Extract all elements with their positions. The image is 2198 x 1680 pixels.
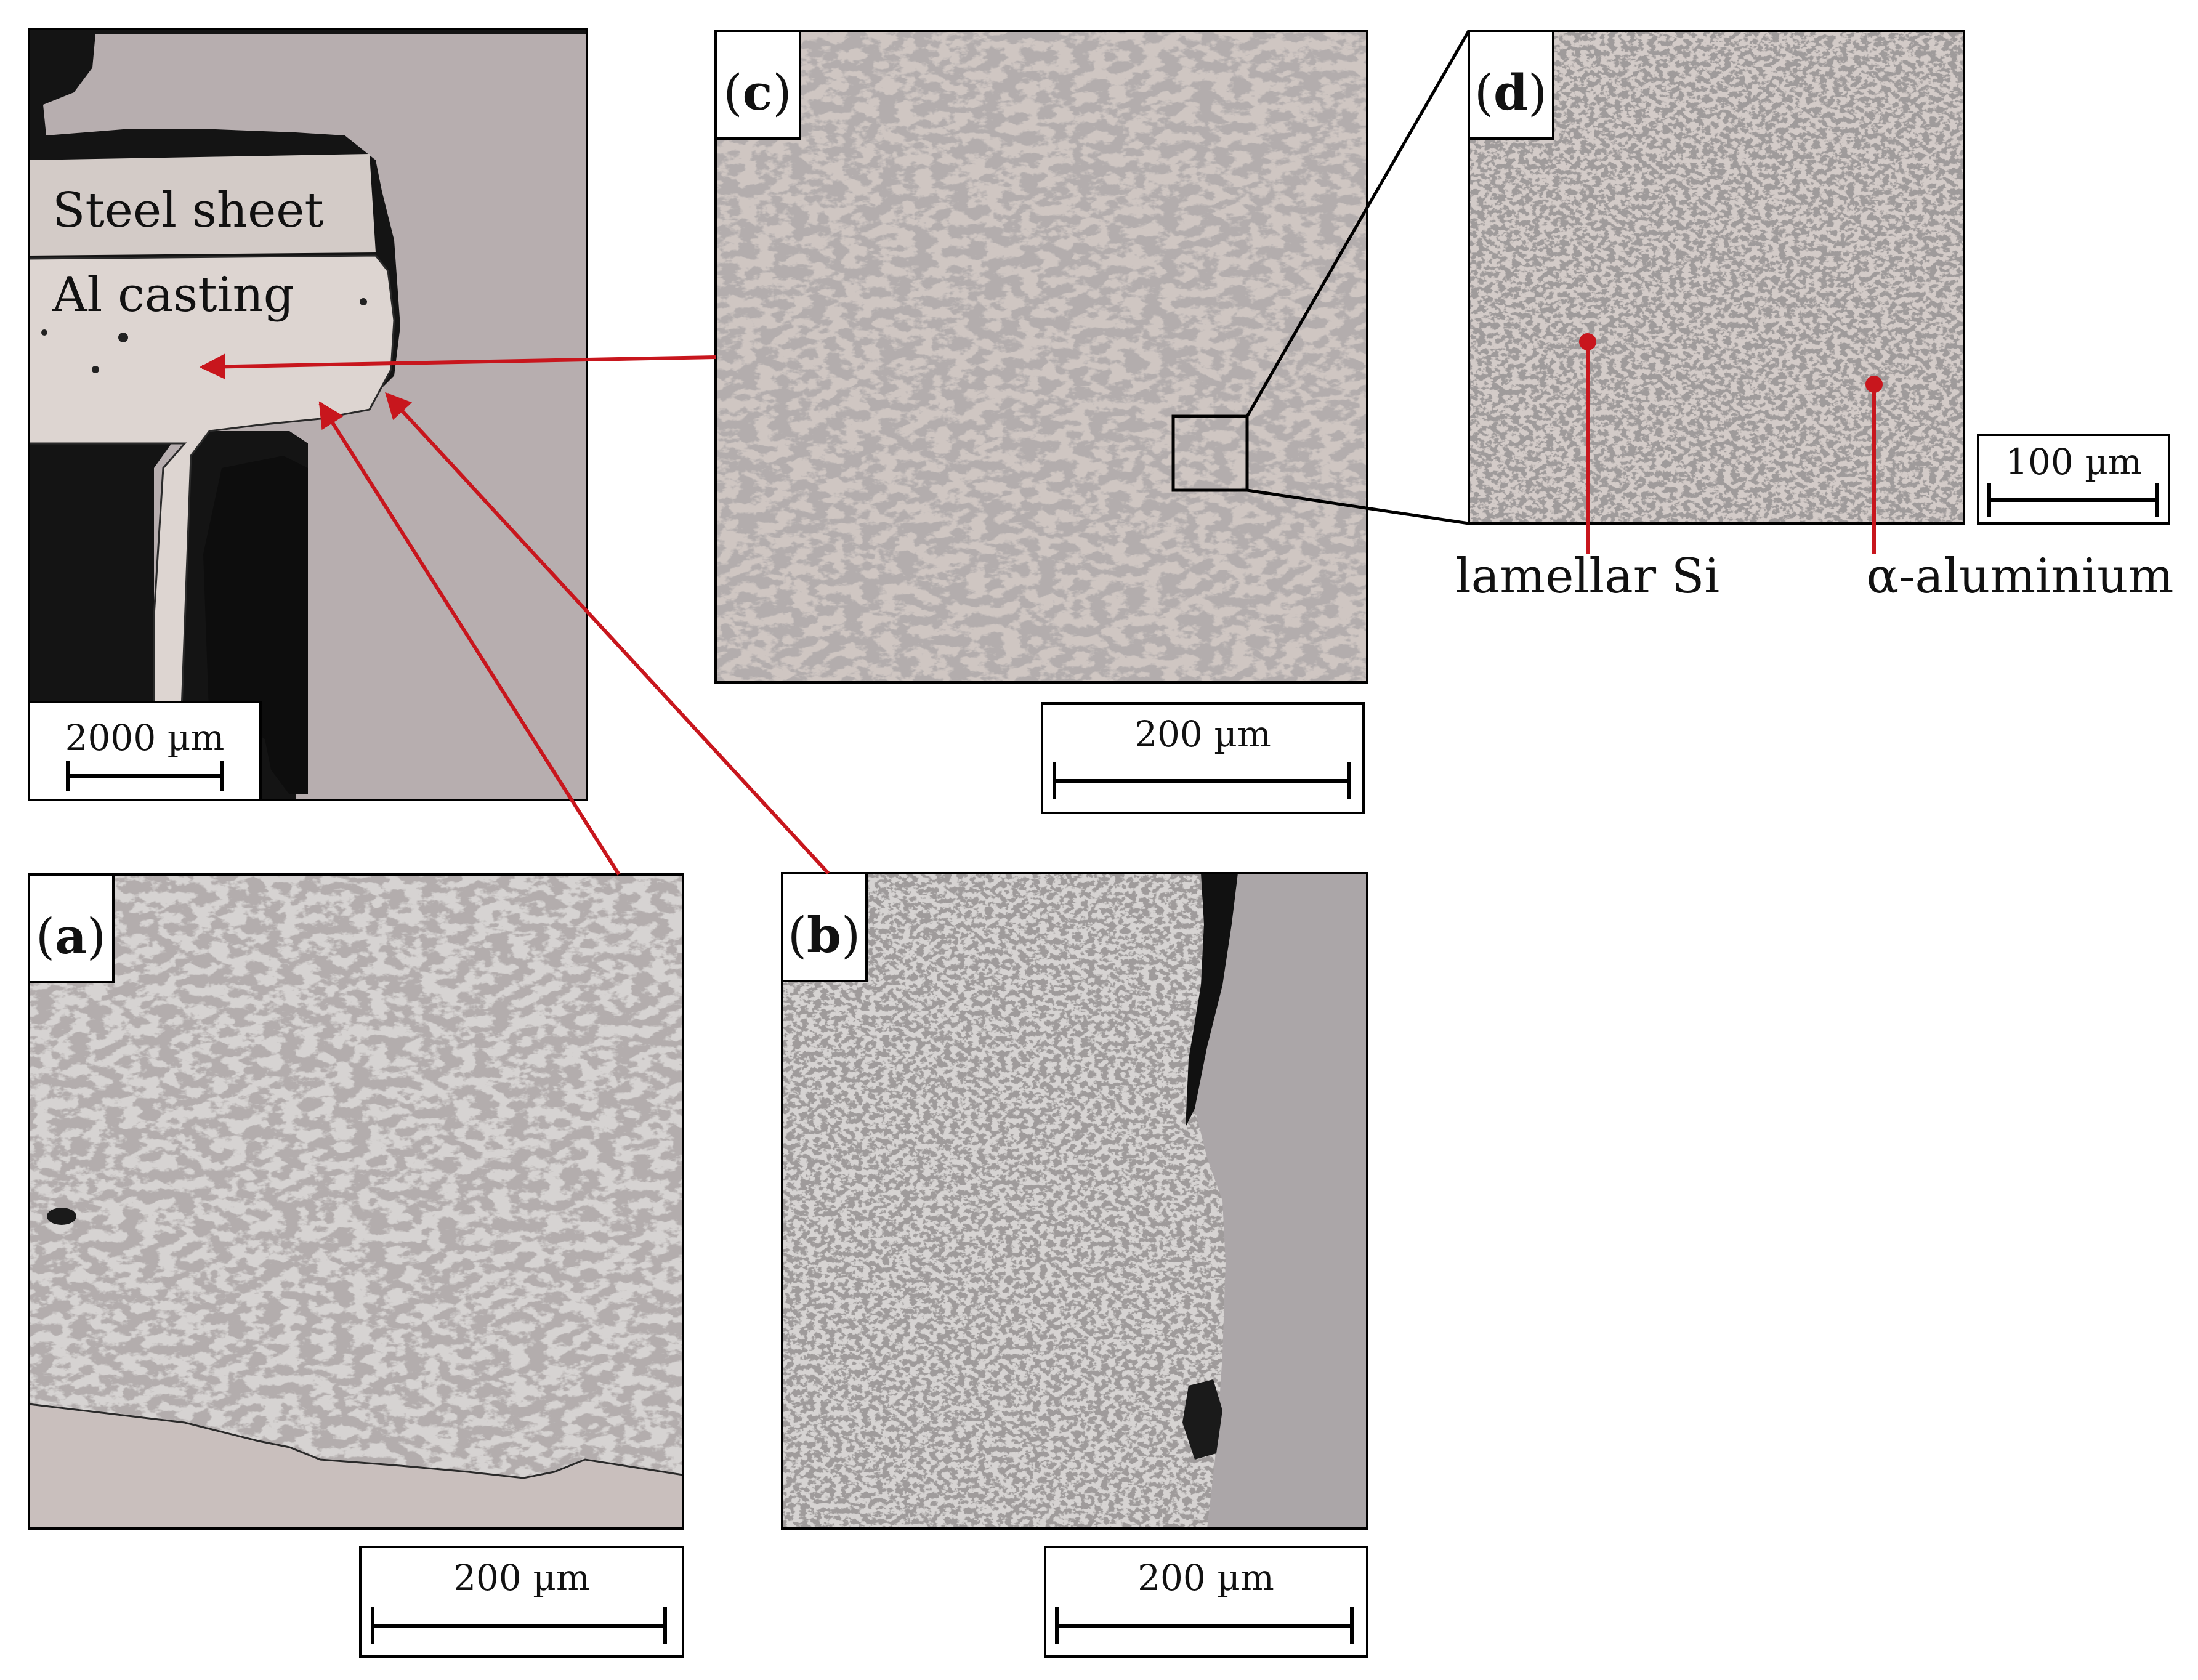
- overview-scale-bar: 2000 µm: [28, 701, 262, 801]
- panel-a-pore: [47, 1208, 76, 1225]
- panel-d-frame: [1468, 30, 1965, 525]
- alpha-aluminium-pointer: [1865, 376, 1883, 554]
- al-casting-label: Al casting: [52, 267, 294, 323]
- panel-d-scale-bar: 100 µm: [1977, 434, 2170, 525]
- panel-b-steel-region: [1195, 873, 1367, 1529]
- overview-frame: [28, 28, 588, 801]
- steel-sheet-band: [29, 154, 376, 256]
- overview-scale-label: 2000 µm: [65, 717, 225, 759]
- pore: [41, 329, 47, 336]
- panel-b-scale-bar: 200 µm: [1044, 1546, 1368, 1658]
- overview-panel: Steel sheet Al casting 2000 µm: [28, 28, 588, 801]
- panel-a-letter-box: (a): [28, 873, 115, 983]
- svg-text:(d): (d): [1474, 63, 1547, 121]
- panel-c-scale-bar: 200 µm: [1041, 702, 1365, 814]
- panel-a-scale-label: 200 µm: [453, 1557, 590, 1599]
- panel-b-letter: b: [807, 906, 841, 964]
- zoom-box: [1171, 414, 1249, 492]
- svg-text:(c): (c): [723, 63, 791, 121]
- zoom-connector-top: [1245, 30, 1471, 418]
- pore: [118, 333, 128, 342]
- svg-text:(a): (a): [36, 907, 106, 965]
- panel-c-image: [716, 31, 1367, 682]
- panel-b-frame: [781, 872, 1368, 1530]
- panel-b-letter-box: (b): [781, 872, 868, 982]
- panel-d-letter: d: [1493, 63, 1528, 121]
- panel-a: (a) 200 µm: [28, 873, 684, 1658]
- arrow-to-c-location: [199, 353, 716, 380]
- location-arrows: [199, 353, 830, 876]
- al-casting-body: [28, 254, 395, 799]
- panel-b-scale-label: 200 µm: [1137, 1557, 1274, 1599]
- svg-text:(b): (b): [788, 906, 860, 964]
- panel-c-letter: c: [743, 63, 773, 121]
- pore: [92, 366, 99, 373]
- panel-a-scale-bar: 200 µm: [359, 1546, 684, 1658]
- panel-c-scale-label: 200 µm: [1134, 713, 1271, 755]
- arrow-to-a-location: [318, 401, 621, 876]
- panel-a-frame: [28, 873, 684, 1530]
- panel-d-scale-label: 100 µm: [2005, 441, 2142, 483]
- panel-d-letter-box: (d): [1468, 30, 1554, 140]
- lamellar-si-pointer: [1579, 333, 1596, 554]
- pore: [360, 298, 367, 305]
- panel-c-frame: [714, 30, 1368, 684]
- panel-c-letter-box: (c): [714, 30, 801, 140]
- panel-c: (c) 200 µm: [714, 30, 1368, 814]
- steel-sheet-label: Steel sheet: [52, 183, 324, 238]
- panel-b: (b) 200 µm: [781, 872, 1368, 1658]
- alpha-aluminium-label: α-aluminium: [1866, 549, 2173, 604]
- arrow-to-b-location: [385, 392, 830, 875]
- panel-b-gap-lower: [1182, 1379, 1222, 1460]
- panel-b-gap: [1186, 873, 1238, 1127]
- zoom-connector-bottom: [1246, 488, 1469, 525]
- panel-a-letter: a: [55, 907, 87, 965]
- panel-d: (d) lamellar Si α-aluminium 100 µm: [1456, 30, 2174, 604]
- lamellar-si-label: lamellar Si: [1456, 549, 1719, 604]
